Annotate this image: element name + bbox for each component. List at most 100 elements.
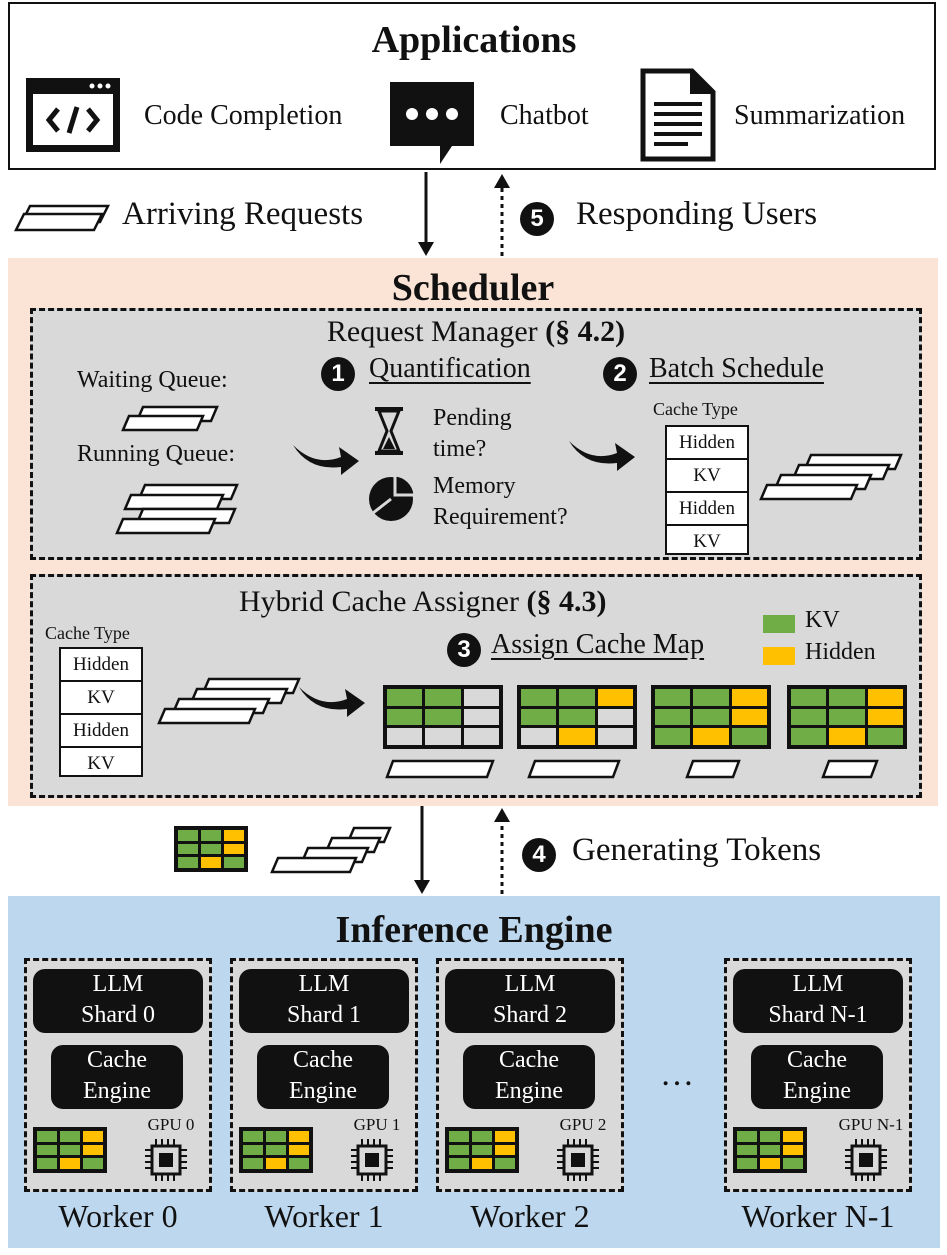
cache-engine-line1: Cache — [87, 1047, 147, 1073]
cache-block — [37, 1131, 57, 1142]
cache-block — [731, 689, 767, 706]
cache-block — [472, 1158, 492, 1169]
cache-block — [266, 1131, 286, 1142]
cache-block — [655, 689, 691, 706]
cache-block — [693, 728, 729, 745]
pending-time-line1: Pending — [433, 405, 512, 431]
step-5-badge: 5 — [520, 202, 554, 236]
cache-block — [83, 1144, 103, 1156]
cache-block — [597, 728, 633, 745]
cache-block — [178, 857, 198, 868]
worker-box: LLM Shard 1 Cache Engine GPU 1 — [230, 958, 418, 1192]
cache-block — [463, 708, 499, 726]
cache-engine-block: Cache Engine — [463, 1045, 595, 1109]
llm-label: LLM — [92, 971, 144, 997]
cache-block — [521, 728, 557, 745]
cache-type-row: KV — [61, 682, 141, 715]
cache-type-row: KV — [693, 531, 721, 552]
curved-arrow-icon — [299, 687, 365, 717]
ellipsis: … — [660, 1056, 694, 1093]
cache-block — [224, 857, 244, 868]
cache-block — [201, 857, 221, 868]
cache-block — [463, 689, 499, 706]
cache-block — [387, 708, 423, 726]
legend-kv-label: KV — [805, 607, 840, 633]
cache-block — [559, 728, 595, 745]
cache-block — [201, 830, 221, 841]
worker-cache-map — [33, 1127, 107, 1173]
cache-engine-line2: Engine — [83, 1078, 151, 1104]
cache-engine-block: Cache Engine — [257, 1045, 389, 1109]
cache-block — [867, 708, 903, 726]
assigned-requests — [385, 759, 879, 779]
cache-block — [737, 1158, 757, 1169]
arriving-requests-label: Arriving Requests — [122, 196, 364, 232]
batch-schedule-title: Batch Schedule — [649, 353, 824, 384]
hybrid-cache-assigner-box: Hybrid Cache Assigner (§ 4.3) Cache Type… — [30, 574, 922, 798]
cache-block — [693, 708, 729, 726]
worker-cache-map — [733, 1127, 807, 1173]
in-flight-requests — [270, 826, 392, 874]
cache-block — [760, 1158, 780, 1169]
cache-type-row: KV — [667, 460, 747, 493]
cache-map-0 — [383, 685, 503, 749]
cache-block — [243, 1131, 263, 1142]
legend-hidden-swatch — [763, 647, 795, 665]
pending-time-line2: time? — [433, 436, 487, 462]
cache-block — [655, 708, 691, 726]
llm-shard-block: LLM Shard 2 — [445, 969, 615, 1033]
app-label-chatbot: Chatbot — [500, 100, 589, 131]
cache-block — [243, 1144, 263, 1156]
cache-block — [737, 1144, 757, 1156]
cache-block — [472, 1144, 492, 1156]
cache-block — [449, 1131, 469, 1142]
cache-block — [791, 708, 827, 726]
cache-engine-line1: Cache — [293, 1047, 353, 1073]
cache-block — [559, 708, 595, 726]
request-manager-title: Request Manager (§ 4.2) — [33, 315, 919, 349]
cache-engine-line1: Cache — [787, 1047, 847, 1073]
pie-chart-icon — [369, 473, 417, 521]
cache-type-row: KV — [87, 753, 115, 774]
cache-block — [224, 843, 244, 855]
cache-block — [83, 1158, 103, 1169]
cache-block — [495, 1144, 515, 1156]
cache-block — [791, 728, 827, 745]
cache-block — [693, 689, 729, 706]
assign-cache-map-title: Assign Cache Map — [491, 629, 705, 660]
memory-requirement-line1: Memory — [433, 473, 516, 499]
cache-block — [224, 830, 244, 841]
cache-block — [783, 1144, 803, 1156]
step-4-badge: 4 — [522, 838, 556, 872]
scheduler-title: Scheduler — [391, 267, 555, 309]
gpu-label: GPU 1 — [353, 1115, 401, 1134]
cache-block — [867, 689, 903, 706]
app-label-code-completion: Code Completion — [144, 100, 343, 131]
gpu-label: GPU 0 — [147, 1115, 195, 1134]
curved-arrow-icon — [293, 445, 359, 475]
cache-block — [472, 1131, 492, 1142]
cache-block — [521, 708, 557, 726]
cache-type-row: Hidden — [61, 649, 141, 682]
shard-label: Shard N-1 — [768, 1002, 868, 1028]
cache-block — [760, 1131, 780, 1142]
chat-bubble-icon — [390, 82, 474, 164]
quantification-title: Quantification — [369, 353, 531, 384]
waiting-queue-requests — [121, 405, 219, 432]
cache-block — [289, 1158, 309, 1169]
llm-shard-block: LLM Shard 1 — [239, 969, 409, 1033]
cache-block — [783, 1158, 803, 1169]
cache-block — [60, 1144, 80, 1156]
shard-label: Shard 1 — [287, 1002, 361, 1028]
cache-block — [449, 1158, 469, 1169]
cache-block — [597, 708, 633, 726]
cache-block — [829, 728, 865, 745]
cache-block — [495, 1131, 515, 1142]
request-manager-box: Request Manager (§ 4.2) Waiting Queue: R… — [30, 308, 922, 560]
cache-block — [521, 689, 557, 706]
app-label-summarization: Summarization — [734, 100, 906, 131]
cache-block — [829, 708, 865, 726]
gpu-chip-icon — [351, 1139, 393, 1181]
cache-block — [60, 1131, 80, 1142]
cache-map-2 — [651, 685, 771, 749]
